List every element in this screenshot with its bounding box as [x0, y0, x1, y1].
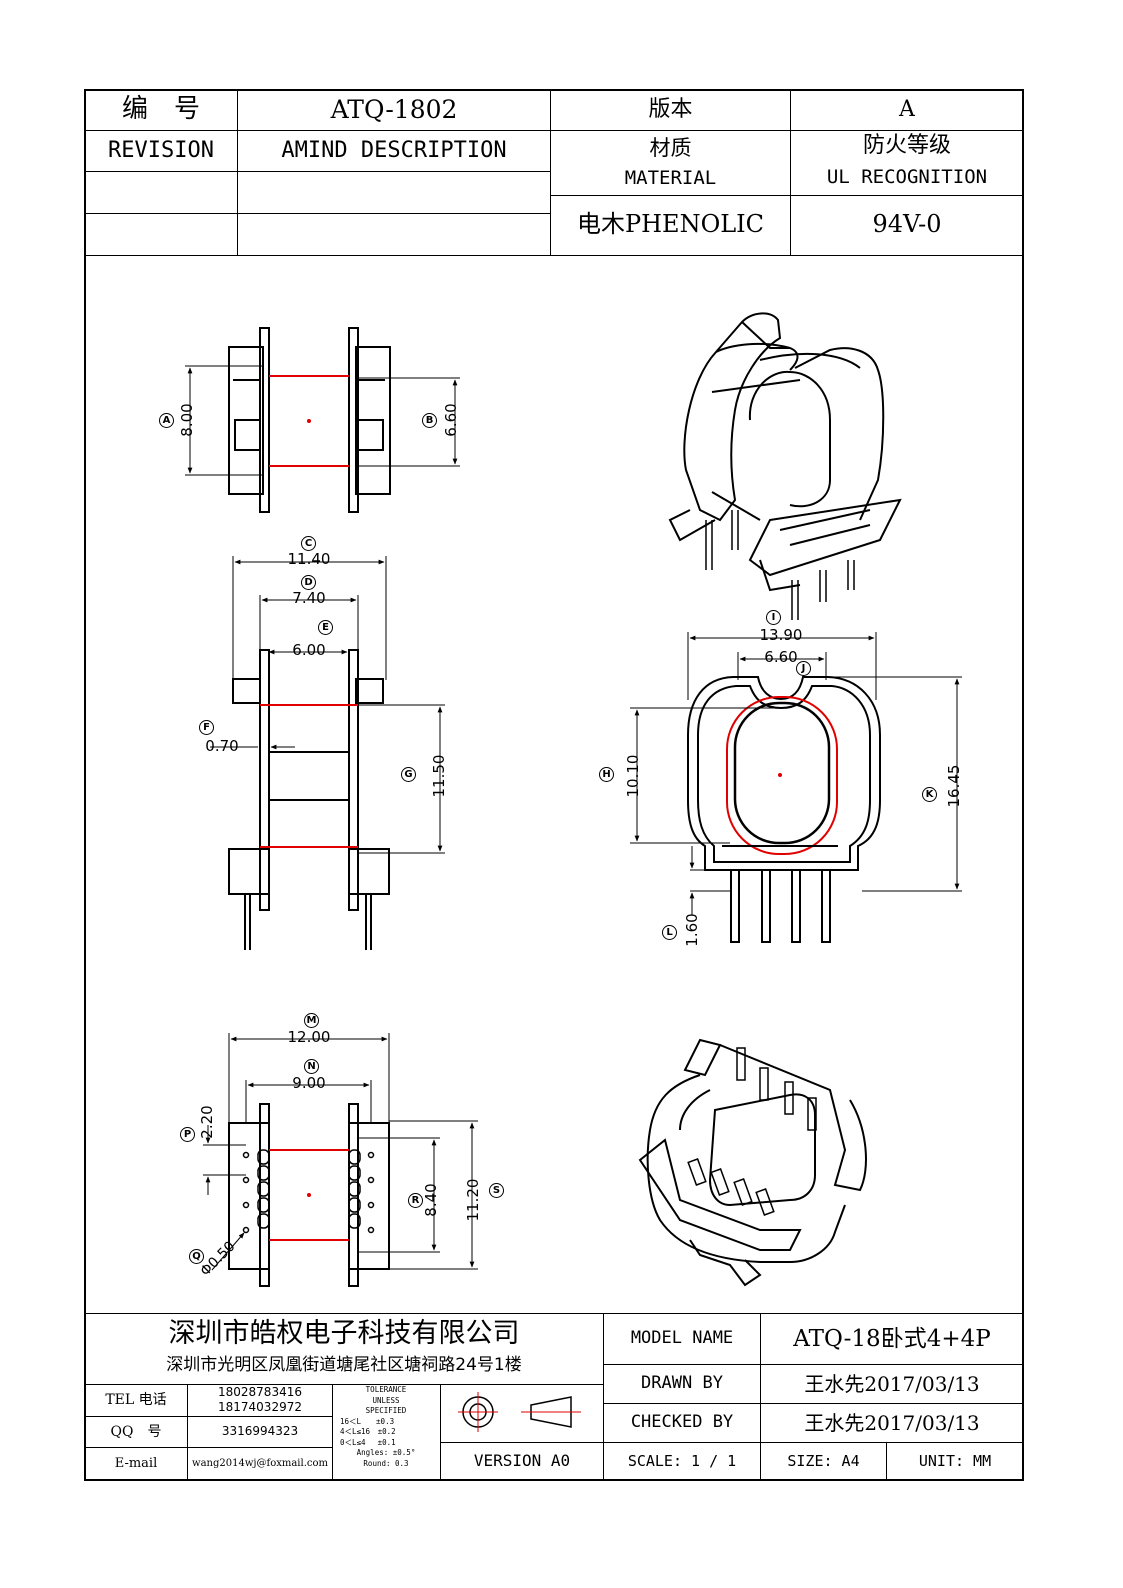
top-view [185, 327, 460, 513]
qq-value: 3316994323 [221, 1424, 299, 1439]
ul-label-cn: 防火等级 [862, 133, 951, 159]
tolerance-table: TOLERANCE UNLESS SPECIFIED 16＜L ±0.3 4＜L… [334, 1385, 438, 1480]
model-name-label: MODEL NAME [630, 1328, 734, 1349]
tel-label: TEL 电话 [105, 1392, 167, 1409]
dim-f-value: 0.70 [205, 737, 239, 756]
dim-p-value: 2.20 [198, 1105, 217, 1139]
tolerance-line: Angles: ±0.5° [356, 1448, 416, 1457]
dim-r-value: 8.40 [422, 1183, 441, 1217]
marker-c: C [301, 536, 316, 551]
tolerance-line: UNLESS [372, 1395, 400, 1405]
email-label: E-mail [114, 1455, 158, 1471]
marker-k: K [922, 787, 937, 802]
front-view [210, 556, 445, 950]
marker-q: Q [189, 1249, 204, 1264]
material-label-cn: 材质 [649, 135, 692, 160]
checked-by-value: 王水先2017/03/13 [804, 1410, 980, 1435]
ul-value: 94V-0 [872, 210, 942, 239]
version-a0: VERSION A0 [473, 1451, 571, 1471]
marker-f: F [199, 720, 214, 735]
marker-n: N [304, 1059, 319, 1074]
marker-j: J [796, 661, 811, 676]
marker-b: B [422, 413, 437, 428]
scale: SCALE: 1 / 1 [627, 1451, 737, 1470]
drawn-by-label: DRAWN BY [641, 1373, 723, 1394]
version-label: 版本 [648, 97, 693, 123]
material-value: 电木PHENOLIC [576, 210, 765, 239]
marker-e: E [318, 620, 333, 635]
dim-b-value: 6.60 [442, 403, 461, 437]
marker-l: L [662, 925, 677, 940]
dim-k-value: 16.45 [945, 764, 964, 808]
dim-c-value: 11.40 [287, 550, 331, 569]
marker-p: P [180, 1127, 195, 1142]
number-label: 编 号 [121, 94, 200, 125]
marker-s: S [489, 1183, 504, 1198]
tolerance-line: Round: 0.3 [363, 1458, 409, 1468]
dim-e-value: 6.00 [292, 641, 326, 660]
tel-value-2: 18174032972 [218, 1399, 302, 1414]
dim-d-value: 7.40 [292, 589, 326, 608]
dim-m-value: 12.00 [287, 1028, 331, 1047]
dim-l-value: 1.60 [683, 913, 702, 947]
dim-j-value: 6.60 [764, 648, 798, 667]
amend-description-label: AMIND DESCRIPTION [281, 138, 507, 164]
qq-label: QQ 号 [110, 1423, 162, 1440]
marker-r: R [408, 1193, 423, 1208]
bottom-view [203, 1033, 478, 1287]
marker-a: A [159, 413, 174, 428]
marker-h: H [599, 767, 614, 782]
revision-label: REVISION [108, 138, 214, 164]
marker-m: M [304, 1013, 319, 1028]
dim-g-value: 11.50 [430, 754, 449, 798]
projection-symbol [458, 1392, 581, 1432]
marker-i: I [766, 610, 781, 625]
dim-a-value: 8.00 [178, 403, 197, 437]
unit: UNIT: MM [918, 1451, 992, 1470]
isometric-view-bottom [638, 1038, 867, 1287]
company-address: 深圳市光明区凤凰街道塘尾社区塘祠路24号1楼 [166, 1355, 522, 1376]
dim-i-value: 13.90 [759, 626, 803, 645]
dim-h-value: 10.10 [624, 754, 643, 798]
ul-label-en: UL RECOGNITION [826, 166, 988, 189]
tolerance-line: TOLERANCE [365, 1385, 407, 1394]
material-label-en: MATERIAL [624, 167, 717, 190]
marker-g: G [401, 767, 416, 782]
drawn-by-value: 王水先2017/03/13 [804, 1371, 980, 1396]
company-name: 深圳市皓权电子科技有限公司 [168, 1318, 520, 1350]
tolerance-line: 4＜L≤16 ±0.2 [340, 1427, 396, 1436]
tel-value-1: 18028783416 [218, 1384, 302, 1399]
tolerance-line: 16＜L ±0.3 [340, 1416, 395, 1426]
isometric-view-upright [668, 312, 902, 620]
checked-by-label: CHECKED BY [630, 1412, 734, 1433]
number-value: ATQ-1802 [330, 94, 458, 124]
tolerance-line: SPECIFIED [365, 1406, 407, 1415]
tolerance-line: 0＜L≤4 ±0.1 [340, 1437, 396, 1447]
dim-n-value: 9.00 [292, 1074, 326, 1093]
model-name-value: ATQ-18卧式4+4P [793, 1325, 991, 1352]
version-value: A [899, 97, 915, 123]
dim-s-value: 11.20 [464, 1178, 483, 1222]
paper-size: SIZE: A4 [787, 1451, 860, 1470]
marker-d: D [301, 575, 316, 590]
drawing-frame [84, 89, 1024, 1481]
email-value: wang2014wj@foxmail.com [192, 1458, 328, 1470]
side-view [630, 632, 962, 943]
